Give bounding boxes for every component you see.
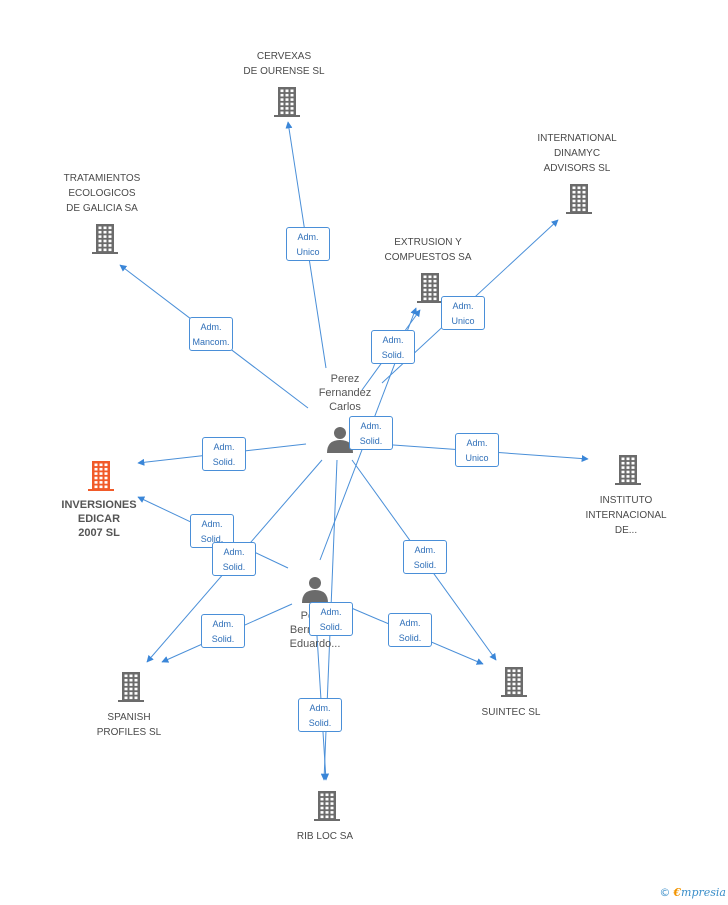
company-building-icon[interactable] [118, 672, 144, 702]
brand-logo-initial: € [673, 886, 682, 899]
brand-footer[interactable]: ©€mpresia [659, 886, 726, 899]
node-label-line: DE GALICIA SA [66, 203, 138, 214]
relation-label-line: Adm. [223, 547, 245, 557]
relation-label-line: Adm. [382, 335, 404, 345]
relation-label-line: Solid. [413, 560, 437, 570]
relation-label-line: Solid. [200, 534, 224, 544]
node-label-line: DE... [614, 525, 638, 536]
node-label-line: INTERNATIONAL [537, 133, 617, 144]
main-company-building-icon[interactable] [88, 461, 114, 491]
node-label-line: SUINTEC SL [481, 707, 541, 718]
person-icon[interactable] [327, 427, 353, 453]
relation-label-r12[interactable]: Adm. Solid. [388, 613, 432, 647]
node-label-line: 2007 SL [78, 527, 120, 539]
company-building-icon[interactable] [92, 224, 118, 254]
node-label-line: COMPUESTOS SA [384, 252, 472, 263]
company-building-icon[interactable] [566, 184, 592, 214]
relation-label-line: Unico [465, 453, 489, 463]
node-label-line: ADVISORS SL [543, 163, 611, 174]
relation-label-r6[interactable]: Adm. Unico [455, 433, 499, 467]
node-label-cervexas[interactable]: CERVEXAS DE OURENSE SL [243, 49, 324, 79]
relation-label-line: Adm. [297, 232, 319, 242]
relation-label-line: Mancom. [192, 337, 230, 347]
node-label-line: INTERNACIONAL [585, 510, 667, 521]
relation-label-line: Adm. [200, 322, 222, 332]
node-label-tratamientos[interactable]: TRATAMIENTOS ECOLOGICOS DE GALICIA SA [64, 171, 141, 216]
node-label-line: ECOLOGICOS [68, 188, 136, 199]
relation-label-r14[interactable]: Adm. Solid. [298, 698, 342, 732]
relation-label-r3[interactable]: Adm. Unico [441, 296, 485, 330]
node-label-spanish[interactable]: SPANISH PROFILES SL [97, 710, 161, 740]
node-label-line: Fernandez [318, 387, 372, 399]
node-label-suintec[interactable]: SUINTEC SL [482, 705, 541, 720]
relation-label-r13[interactable]: Adm. Solid. [309, 602, 353, 636]
node-label-line: PROFILES SL [96, 727, 162, 738]
relation-label-line: Solid. [212, 457, 236, 467]
person-icon[interactable] [302, 577, 328, 603]
company-building-icon[interactable] [501, 667, 527, 697]
node-label-line: SPANISH [107, 712, 151, 723]
relation-label-line: Unico [296, 247, 320, 257]
node-label-line: TRATAMIENTOS [63, 173, 141, 184]
node-label-extrusion[interactable]: EXTRUSION Y COMPUESTOS SA [384, 235, 471, 265]
relation-label-line: Adm. [320, 607, 342, 617]
relation-label-line: Solid. [319, 622, 343, 632]
node-label-line: EDICAR [77, 513, 121, 525]
relation-label-line: Adm. [309, 703, 331, 713]
relation-label-line: Adm. [213, 442, 235, 452]
node-label-international[interactable]: INTERNATIONAL DINAMYC ADVISORS SL [537, 131, 616, 176]
relation-label-r11[interactable]: Adm. Solid. [201, 614, 245, 648]
node-label-line: Eduardo... [289, 638, 341, 650]
node-label-line: INSTITUTO [599, 495, 653, 506]
relation-label-line: Solid. [359, 436, 383, 446]
relation-label-r9[interactable]: Adm. Solid. [212, 542, 256, 576]
node-label-instituto[interactable]: INSTITUTO INTERNACIONAL DE... [585, 493, 666, 538]
relation-label-r2[interactable]: Adm. Mancom. [189, 317, 233, 351]
company-building-icon[interactable] [615, 455, 641, 485]
relation-label-r1[interactable]: Adm. Unico [286, 227, 330, 261]
company-building-icon[interactable] [274, 87, 300, 117]
node-label-line: DE OURENSE SL [243, 66, 325, 77]
company-building-icon[interactable] [417, 273, 443, 303]
relation-label-line: Adm. [201, 519, 223, 529]
relation-label-line: Adm. [212, 619, 234, 629]
relation-label-line: Adm. [414, 545, 436, 555]
node-label-inversiones[interactable]: INVERSIONES EDICAR 2007 SL [61, 498, 136, 540]
relation-label-line: Solid. [308, 718, 332, 728]
relation-label-line: Unico [451, 316, 475, 326]
node-label-line: INVERSIONES [61, 499, 137, 511]
node-icons [88, 87, 641, 821]
relation-label-line: Solid. [398, 633, 422, 643]
relation-label-line: Adm. [466, 438, 488, 448]
relation-label-line: Solid. [222, 562, 246, 572]
relation-label-r4[interactable]: Adm. Solid. [371, 330, 415, 364]
relation-label-line: Adm. [360, 421, 382, 431]
relation-label-r7[interactable]: Adm. Solid. [349, 416, 393, 450]
node-label-line: Carlos [329, 401, 361, 413]
relation-label-line: Solid. [211, 634, 235, 644]
node-label-line: EXTRUSION Y [394, 237, 462, 248]
company-building-icon[interactable] [314, 791, 340, 821]
copyright-symbol: © [659, 886, 671, 899]
brand-name: mpresia [681, 886, 726, 899]
relation-label-line: Solid. [381, 350, 405, 360]
node-label-line: DINAMYC [553, 148, 601, 159]
node-label-line: RIB LOC SA [296, 831, 354, 842]
node-label-line: Perez [330, 373, 360, 385]
relation-label-r5[interactable]: Adm. Solid. [202, 437, 246, 471]
relation-label-line: Adm. [399, 618, 421, 628]
relation-label-line: Adm. [452, 301, 474, 311]
node-label-line: CERVEXAS [256, 51, 312, 62]
relation-label-r10[interactable]: Adm. Solid. [403, 540, 447, 574]
node-label-ribloc[interactable]: RIB LOC SA [297, 829, 353, 844]
